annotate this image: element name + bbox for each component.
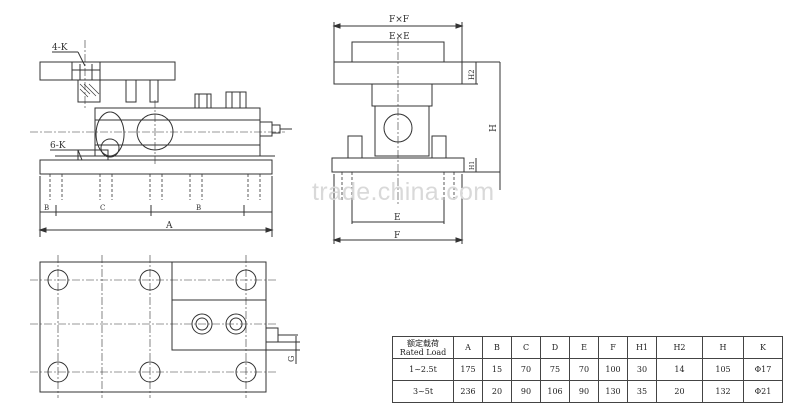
table-cell: 130: [598, 380, 628, 403]
column-header: D: [540, 336, 570, 359]
table-cell: 70: [569, 358, 599, 381]
bolt-2: [225, 91, 247, 109]
dim-b-left-label: B: [44, 204, 49, 212]
rated-load-header-en: Rated Load: [399, 347, 447, 357]
cable-gland: [259, 121, 273, 137]
column-header: H2: [656, 336, 703, 359]
column-header: E: [569, 336, 599, 359]
top-view-plate: [39, 261, 267, 393]
rated-load-cell: 3~5t: [392, 380, 454, 403]
table-cell: 14: [656, 358, 703, 381]
bolt-1: [194, 93, 212, 109]
table-cell: Φ17: [743, 358, 783, 381]
dim-h1-label: H1: [469, 161, 476, 170]
top-stud-block: [77, 79, 101, 103]
column-header: B: [482, 336, 512, 359]
mounting-holes: [47, 269, 257, 383]
table-cell: 132: [702, 380, 744, 403]
dim-a-label: A: [165, 221, 173, 231]
top-view: [30, 255, 300, 398]
table-cell: 30: [627, 358, 657, 381]
table-cell: 75: [540, 358, 570, 381]
table-cell: 100: [598, 358, 628, 381]
base-plate: [39, 159, 273, 175]
rated-load-header: 额定载荷 Rated Load: [392, 336, 454, 359]
dim-b-right-label: B: [196, 204, 201, 212]
label-4k: 4-K: [52, 43, 68, 53]
table-cell: 20: [656, 380, 703, 403]
column-header: A: [453, 336, 483, 359]
dim-exe-label: E×E: [389, 32, 410, 42]
dim-c-label: C: [100, 204, 105, 212]
table-cell: 35: [627, 380, 657, 403]
top-plate: [39, 61, 176, 81]
dim-fxf-label: F×F: [389, 15, 409, 25]
column-header: K: [743, 336, 783, 359]
table-cell: 20: [482, 380, 512, 403]
dim-h-label: H: [489, 124, 499, 132]
table-cell: Φ21: [743, 380, 783, 403]
side-view: [30, 40, 292, 237]
top-view-cell: [171, 299, 267, 351]
column-header: H1: [627, 336, 657, 359]
table-cell: 70: [511, 358, 541, 381]
table-cell: 90: [569, 380, 599, 403]
label-6k: 6-K: [50, 141, 66, 151]
front-view: [331, 22, 501, 244]
table-cell: 90: [511, 380, 541, 403]
column-header: F: [598, 336, 628, 359]
dim-f-label: F: [394, 231, 400, 241]
rated-load-cell: 1~2.5t: [392, 358, 454, 381]
table-cell: 15: [482, 358, 512, 381]
watermark: trade.china.com: [312, 178, 495, 206]
table-cell: 175: [453, 358, 483, 381]
dim-g-label: G: [287, 356, 296, 362]
front-body: [374, 105, 430, 157]
rated-load-header-cn: 额定载荷: [407, 338, 439, 348]
table-cell: 105: [702, 358, 744, 381]
column-header: C: [511, 336, 541, 359]
column-header: H: [702, 336, 744, 359]
rocker-pin: [95, 111, 125, 157]
dim-h2-label: H2: [468, 69, 476, 80]
top-bolt-head: [71, 61, 101, 81]
table-cell: 106: [540, 380, 570, 403]
dim-e-label: E: [394, 213, 401, 223]
table-cell: 236: [453, 380, 483, 403]
